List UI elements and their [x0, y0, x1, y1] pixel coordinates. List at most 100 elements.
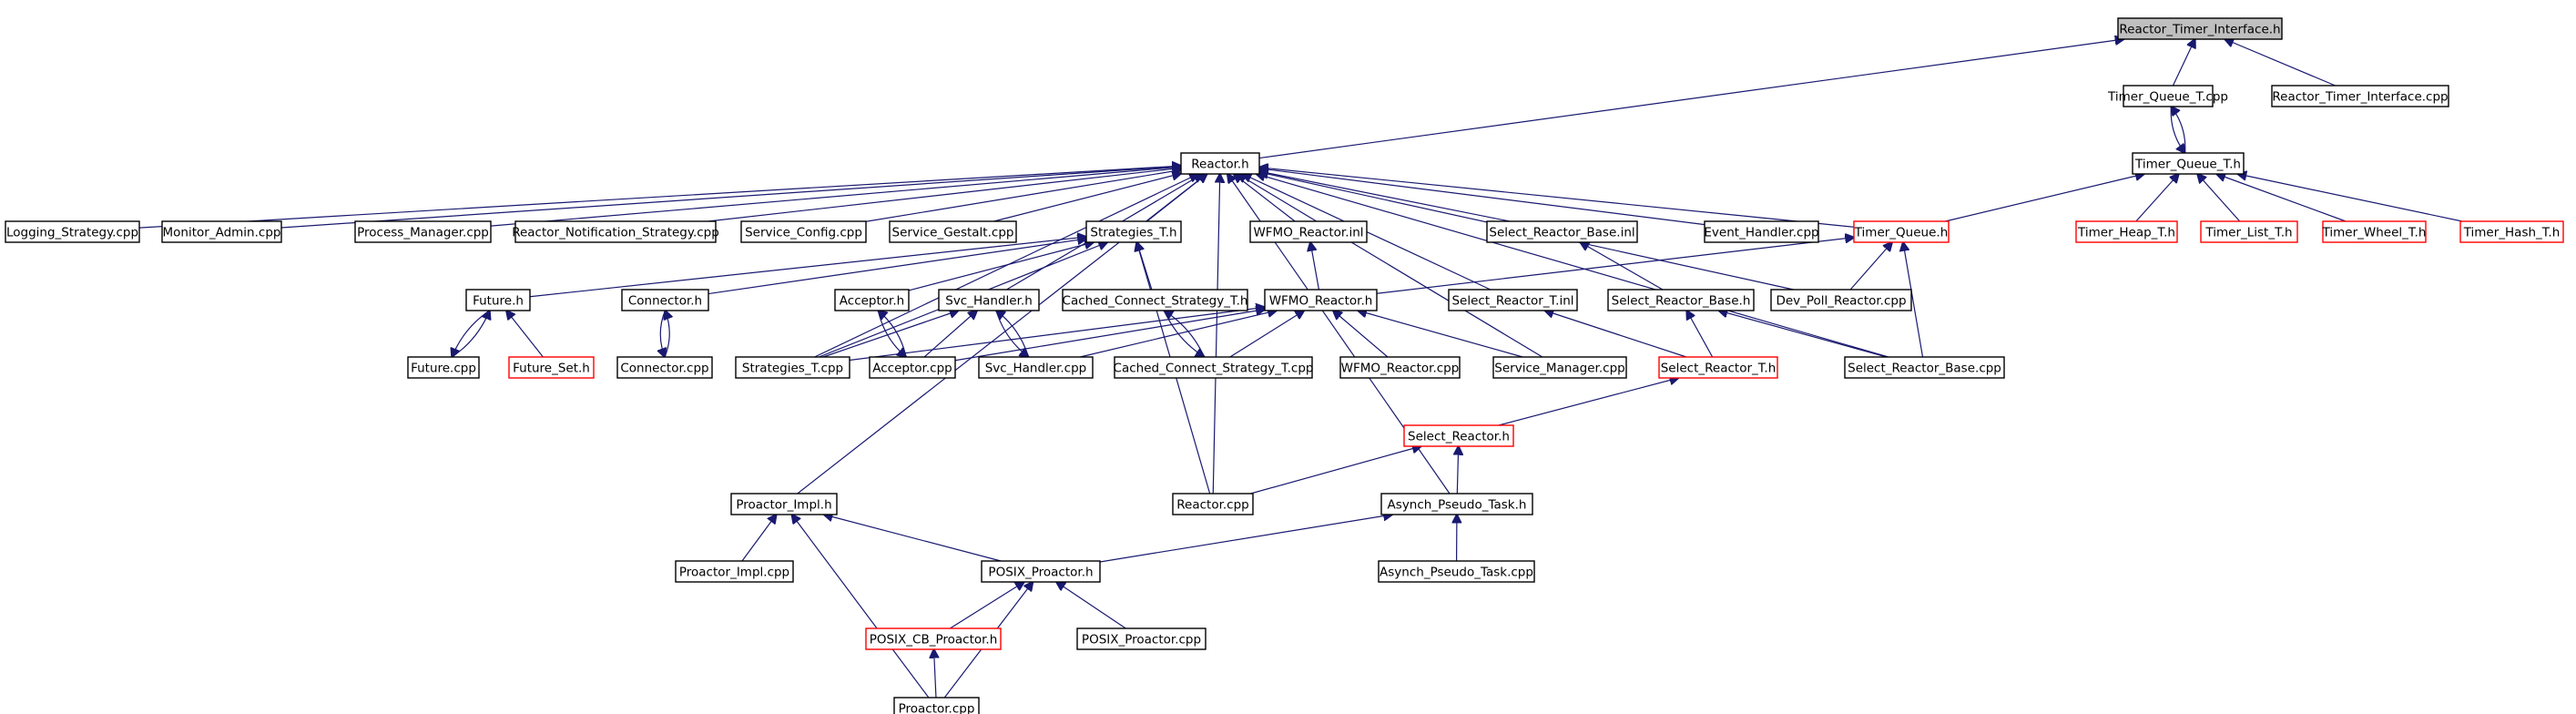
node-box[interactable] [981, 560, 1101, 583]
graph-node[interactable]: Strategies_T.cpp [735, 356, 850, 379]
node-box[interactable] [938, 289, 1040, 311]
node-box[interactable] [508, 356, 595, 379]
node-box[interactable] [740, 220, 867, 243]
graph-node[interactable]: Timer_Queue_T.h [2132, 152, 2245, 175]
node-box[interactable] [1378, 560, 1535, 583]
graph-node[interactable]: Logging_Strategy.cpp [5, 220, 140, 243]
graph-node[interactable]: POSIX_CB_Proactor.h [865, 627, 1002, 650]
node-box[interactable] [1403, 424, 1514, 447]
graph-node[interactable]: Timer_Queue_T.cpp [2107, 85, 2228, 107]
graph-node[interactable]: Future_Set.h [508, 356, 595, 379]
node-box[interactable] [161, 220, 282, 243]
node-box[interactable] [407, 356, 480, 379]
node-box[interactable] [1704, 220, 1819, 243]
node-box[interactable] [1844, 356, 2005, 379]
node-box[interactable] [675, 560, 794, 583]
graph-node[interactable]: Proactor.cpp [893, 697, 980, 714]
node-box[interactable] [5, 220, 140, 243]
node-box[interactable] [616, 356, 713, 379]
node-box[interactable] [514, 220, 717, 243]
graph-node[interactable]: Future.h [465, 289, 531, 311]
graph-node[interactable]: Service_Manager.cpp [1492, 356, 1627, 379]
node-box[interactable] [2132, 152, 2245, 175]
graph-node[interactable]: Select_Reactor_T.inl [1448, 289, 1578, 311]
node-box[interactable] [1853, 220, 1950, 243]
node-box[interactable] [1114, 356, 1313, 379]
node-box[interactable] [889, 220, 1017, 243]
graph-node[interactable]: Reactor_Notification_Strategy.cpp [512, 220, 719, 243]
graph-node[interactable]: Connector.h [621, 289, 709, 311]
node-box[interactable] [2200, 220, 2298, 243]
graph-node[interactable]: Acceptor.h [834, 289, 910, 311]
node-box[interactable] [1085, 220, 1182, 243]
node-box[interactable] [1658, 356, 1778, 379]
graph-node[interactable]: Event_Handler.cpp [1704, 220, 1819, 243]
graph-node[interactable]: WFMO_Reactor.inl [1249, 220, 1368, 243]
node-box[interactable] [2322, 220, 2427, 243]
graph-node[interactable]: Service_Config.cpp [740, 220, 867, 243]
graph-node[interactable]: Service_Gestalt.cpp [889, 220, 1017, 243]
graph-node[interactable]: Timer_Queue.h [1853, 220, 1950, 243]
graph-node[interactable]: WFMO_Reactor.cpp [1339, 356, 1461, 379]
graph-node[interactable]: Acceptor.cpp [869, 356, 956, 379]
graph-node[interactable]: Select_Reactor_Base.cpp [1844, 356, 2005, 379]
graph-node[interactable]: Strategies_T.h [1085, 220, 1182, 243]
graph-node[interactable]: Reactor_Timer_Interface.h [2117, 17, 2283, 40]
graph-node[interactable]: Reactor_Timer_Interface.cpp [2271, 85, 2449, 107]
graph-node[interactable]: Monitor_Admin.cpp [161, 220, 282, 243]
node-box[interactable] [1264, 289, 1378, 311]
graph-node[interactable]: Dev_Poll_Reactor.cpp [1770, 289, 1912, 311]
node-box[interactable] [1249, 220, 1368, 243]
node-box[interactable] [1492, 356, 1627, 379]
node-box[interactable] [2271, 85, 2449, 107]
graph-node[interactable]: Asynch_Pseudo_Task.cpp [1378, 560, 1535, 583]
node-box[interactable] [354, 220, 492, 243]
node-box[interactable] [735, 356, 850, 379]
graph-node[interactable]: Asynch_Pseudo_Task.h [1380, 493, 1533, 515]
graph-node[interactable]: Proactor_Impl.cpp [675, 560, 794, 583]
graph-node[interactable]: Cached_Connect_Strategy_T.h [1062, 289, 1248, 311]
node-box[interactable] [893, 697, 980, 714]
node-box[interactable] [1062, 289, 1248, 311]
graph-node[interactable]: Reactor.h [1180, 152, 1260, 175]
graph-node[interactable]: Timer_List_T.h [2200, 220, 2298, 243]
graph-node[interactable]: POSIX_Proactor.cpp [1076, 627, 1207, 650]
node-box[interactable] [1448, 289, 1578, 311]
node-box[interactable] [2459, 220, 2564, 243]
graph-node[interactable]: WFMO_Reactor.h [1264, 289, 1378, 311]
node-box[interactable] [2075, 220, 2178, 243]
node-box[interactable] [1180, 152, 1260, 175]
node-box[interactable] [465, 289, 531, 311]
graph-node[interactable]: Proactor_Impl.h [730, 493, 838, 515]
node-box[interactable] [1172, 493, 1254, 515]
node-box[interactable] [834, 289, 910, 311]
node-box[interactable] [730, 493, 838, 515]
graph-node[interactable]: Select_Reactor.h [1403, 424, 1514, 447]
graph-node[interactable]: POSIX_Proactor.h [981, 560, 1101, 583]
node-box[interactable] [865, 627, 1002, 650]
graph-node[interactable]: Timer_Hash_T.h [2459, 220, 2564, 243]
graph-node[interactable]: Timer_Wheel_T.h [2322, 220, 2427, 243]
node-box[interactable] [1486, 220, 1638, 243]
graph-node[interactable]: Svc_Handler.h [938, 289, 1040, 311]
graph-node[interactable]: Select_Reactor_Base.inl [1486, 220, 1638, 243]
node-box[interactable] [1607, 289, 1755, 311]
node-box[interactable] [621, 289, 709, 311]
graph-node[interactable]: Future.cpp [407, 356, 480, 379]
graph-node[interactable]: Connector.cpp [616, 356, 713, 379]
graph-node[interactable]: Process_Manager.cpp [354, 220, 492, 243]
node-box[interactable] [2123, 85, 2214, 107]
node-box[interactable] [1380, 493, 1533, 515]
graph-node[interactable]: Reactor.cpp [1172, 493, 1254, 515]
node-box[interactable] [978, 356, 1094, 379]
graph-node[interactable]: Select_Reactor_Base.h [1607, 289, 1755, 311]
graph-node[interactable]: Cached_Connect_Strategy_T.cpp [1114, 356, 1314, 379]
graph-node[interactable]: Timer_Heap_T.h [2075, 220, 2178, 243]
node-box[interactable] [1770, 289, 1912, 311]
graph-node[interactable]: Svc_Handler.cpp [978, 356, 1094, 379]
node-box[interactable] [1339, 356, 1461, 379]
graph-node[interactable]: Select_Reactor_T.h [1658, 356, 1778, 379]
node-box[interactable] [869, 356, 956, 379]
node-box[interactable] [2117, 17, 2283, 40]
node-box[interactable] [1076, 627, 1207, 650]
